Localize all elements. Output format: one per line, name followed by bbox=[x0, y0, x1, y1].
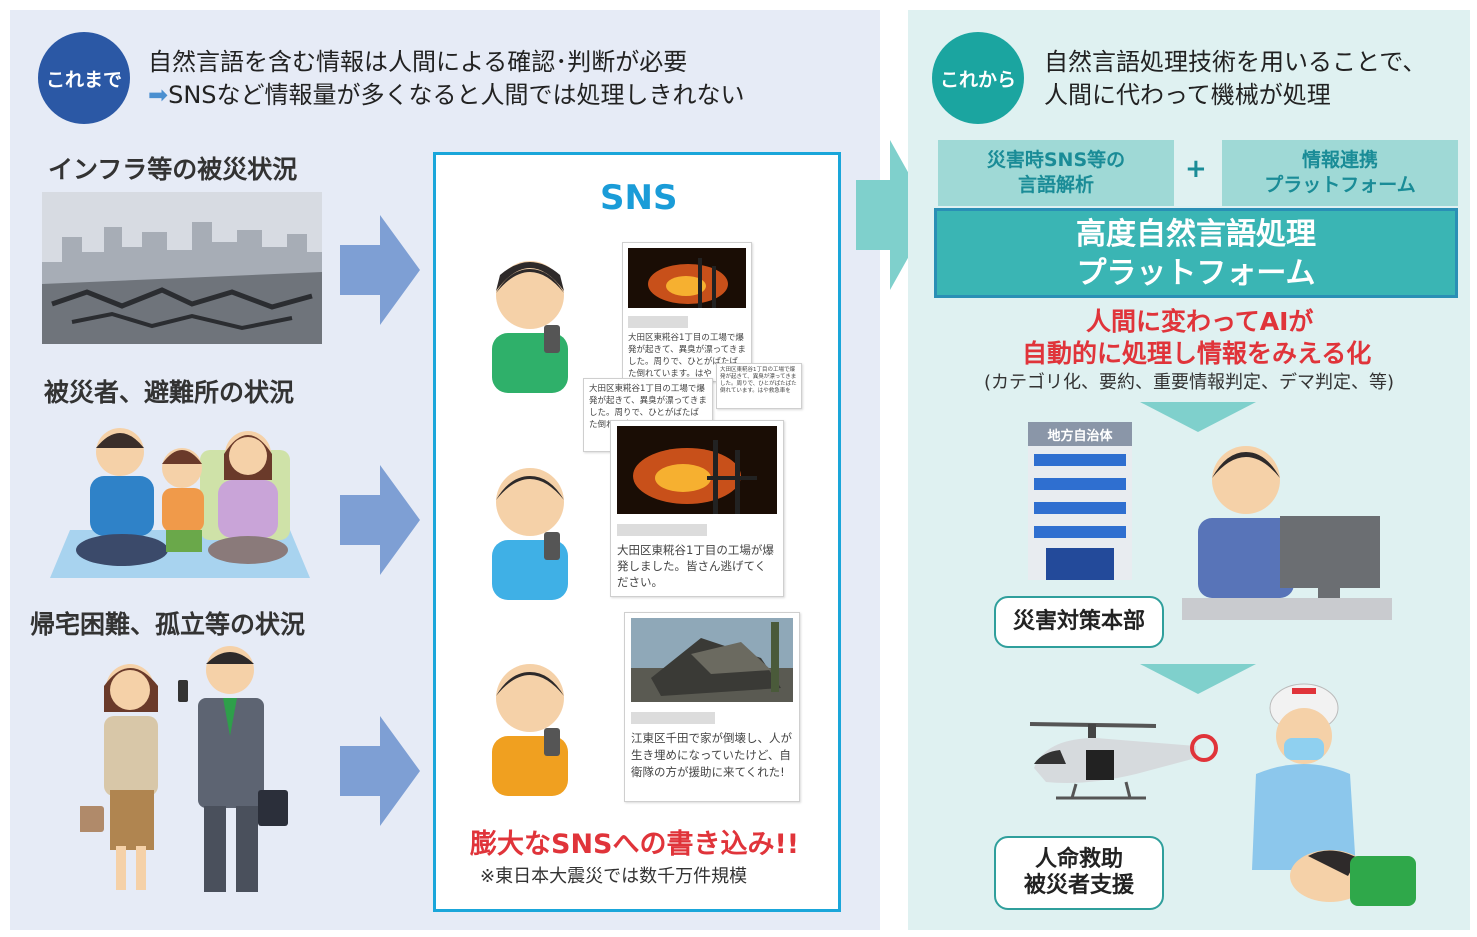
after-badge: これから bbox=[932, 32, 1024, 124]
down-arrow-2-icon bbox=[1140, 664, 1256, 694]
municipal-building-illustration bbox=[1028, 422, 1132, 580]
before-badge: これまで bbox=[38, 32, 130, 124]
damaged-city-illustration bbox=[42, 192, 322, 344]
sns-post-1-text: 大田区東糀谷1丁目の工場で爆発が起きて、異臭が漂ってきました。周りで、ひとがばた… bbox=[628, 333, 746, 379]
info-platform-box: 情報連携 プラットフォーム bbox=[1222, 140, 1458, 206]
plus-icon: + bbox=[1185, 154, 1207, 184]
info-platform-line2: プラットフォーム bbox=[1264, 174, 1416, 196]
disaster-hq-label: 災害対策本部 bbox=[994, 596, 1164, 648]
after-headline-1: 自然言語処理技術を用いることで、 bbox=[1044, 48, 1427, 76]
evacuee-family-illustration bbox=[50, 428, 310, 578]
info-platform-line1: 情報連携 bbox=[1301, 149, 1378, 171]
stranded-commuters-illustration bbox=[80, 646, 288, 892]
sns-user-orange-avatar bbox=[492, 664, 568, 796]
username-placeholder bbox=[617, 524, 707, 536]
collapsed-house-photo bbox=[631, 618, 793, 702]
flow-arrow-1-icon bbox=[340, 215, 420, 325]
username-placeholder bbox=[631, 712, 715, 724]
language-analysis-line1: 災害時SNS等の bbox=[986, 149, 1126, 171]
after-headline-2: 人間に代わって機械が処理 bbox=[1044, 81, 1331, 109]
sns-user-green-avatar bbox=[492, 261, 568, 393]
nlp-platform-line1: 高度自然言語処理 bbox=[1076, 217, 1316, 252]
sns-post-1: 大田区東糀谷1丁目の工場で爆発が起きて、異臭が漂ってきました。周りで、ひとがばた… bbox=[622, 242, 752, 382]
sns-volume-headline: 膨大なSNSへの書き込み!! bbox=[470, 829, 800, 860]
nlp-platform-box: 高度自然言語処理 プラットフォーム bbox=[934, 208, 1458, 298]
sns-post-3: 大田区東糀谷1丁目の工場が爆発しました。皆さん逃げてください。 bbox=[610, 420, 784, 597]
language-analysis-line2: 言語解析 bbox=[1017, 174, 1094, 196]
flow-arrow-2-icon bbox=[340, 465, 420, 575]
transition-arrow-icon bbox=[856, 140, 932, 290]
sns-post-small-text: 大田区東糀谷1丁目の工場で爆発が起きて、異臭が漂ってきました。周りで、ひとがばた… bbox=[720, 367, 797, 394]
nlp-platform-line2: プラットフォーム bbox=[1076, 256, 1316, 291]
municipality-sign: 地方自治体 bbox=[1047, 429, 1113, 444]
section-title-evacuees: 被災者、避難所の状況 bbox=[44, 378, 295, 407]
ai-processing-note: (カテゴリ化、要約、重要情報判定、デマ判定、等) bbox=[984, 372, 1395, 393]
right-arrow-icon: ➡ bbox=[148, 81, 169, 109]
before-headline-2: SNSなど情報量が多くなると人間では処理しきれない bbox=[168, 81, 745, 109]
before-headline-1: 自然言語を含む情報は人間による確認･判断が必要 bbox=[148, 48, 688, 76]
fire-photo bbox=[617, 426, 777, 514]
section-title-stranded: 帰宅困難、孤立等の状況 bbox=[30, 610, 306, 639]
sns-post-4: 江東区千田で家が倒壊し、人が生き埋めになっていたけど、自衛隊の方が援助に来てくれ… bbox=[624, 612, 800, 802]
sns-post-4-text: 江東区千田で家が倒壊し、人が生き埋めになっていたけど、自衛隊の方が援助に来てくれ… bbox=[631, 731, 792, 779]
fire-photo bbox=[628, 248, 746, 308]
sns-user-blue-avatar bbox=[492, 468, 568, 600]
sns-post-3-text: 大田区東糀谷1丁目の工場が爆発しました。皆さん逃げてください。 bbox=[617, 543, 774, 589]
before-headline-2-row: ➡SNSなど情報量が多くなると人間では処理しきれない bbox=[148, 79, 745, 112]
helicopter-illustration bbox=[1029, 722, 1218, 800]
rescue-support-line1: 人命救助 bbox=[1034, 847, 1123, 872]
sns-title: SNS bbox=[600, 178, 678, 218]
down-arrow-1-icon bbox=[1140, 402, 1256, 432]
rescue-support-label: 人命救助 被災者支援 bbox=[994, 836, 1164, 910]
section-title-infrastructure: インフラ等の被災状況 bbox=[48, 155, 298, 184]
rescue-worker-illustration bbox=[1252, 683, 1416, 906]
username-placeholder bbox=[628, 316, 688, 328]
operator-at-computer-illustration bbox=[1182, 446, 1392, 620]
flow-arrow-3-icon bbox=[340, 716, 420, 826]
language-analysis-box: 災害時SNS等の 言語解析 bbox=[938, 140, 1174, 206]
ai-headline-2: 自動的に処理し情報をみえる化 bbox=[1022, 339, 1372, 368]
rescue-support-line2: 被災者支援 bbox=[1023, 873, 1134, 898]
ai-headline-1: 人間に変わってAIが bbox=[1086, 307, 1314, 336]
sns-volume-note: ※東日本大震災では数千万件規模 bbox=[480, 866, 748, 887]
sns-post-small: 大田区東糀谷1丁目の工場で爆発が起きて、異臭が漂ってきました。周りで、ひとがばた… bbox=[716, 363, 802, 409]
